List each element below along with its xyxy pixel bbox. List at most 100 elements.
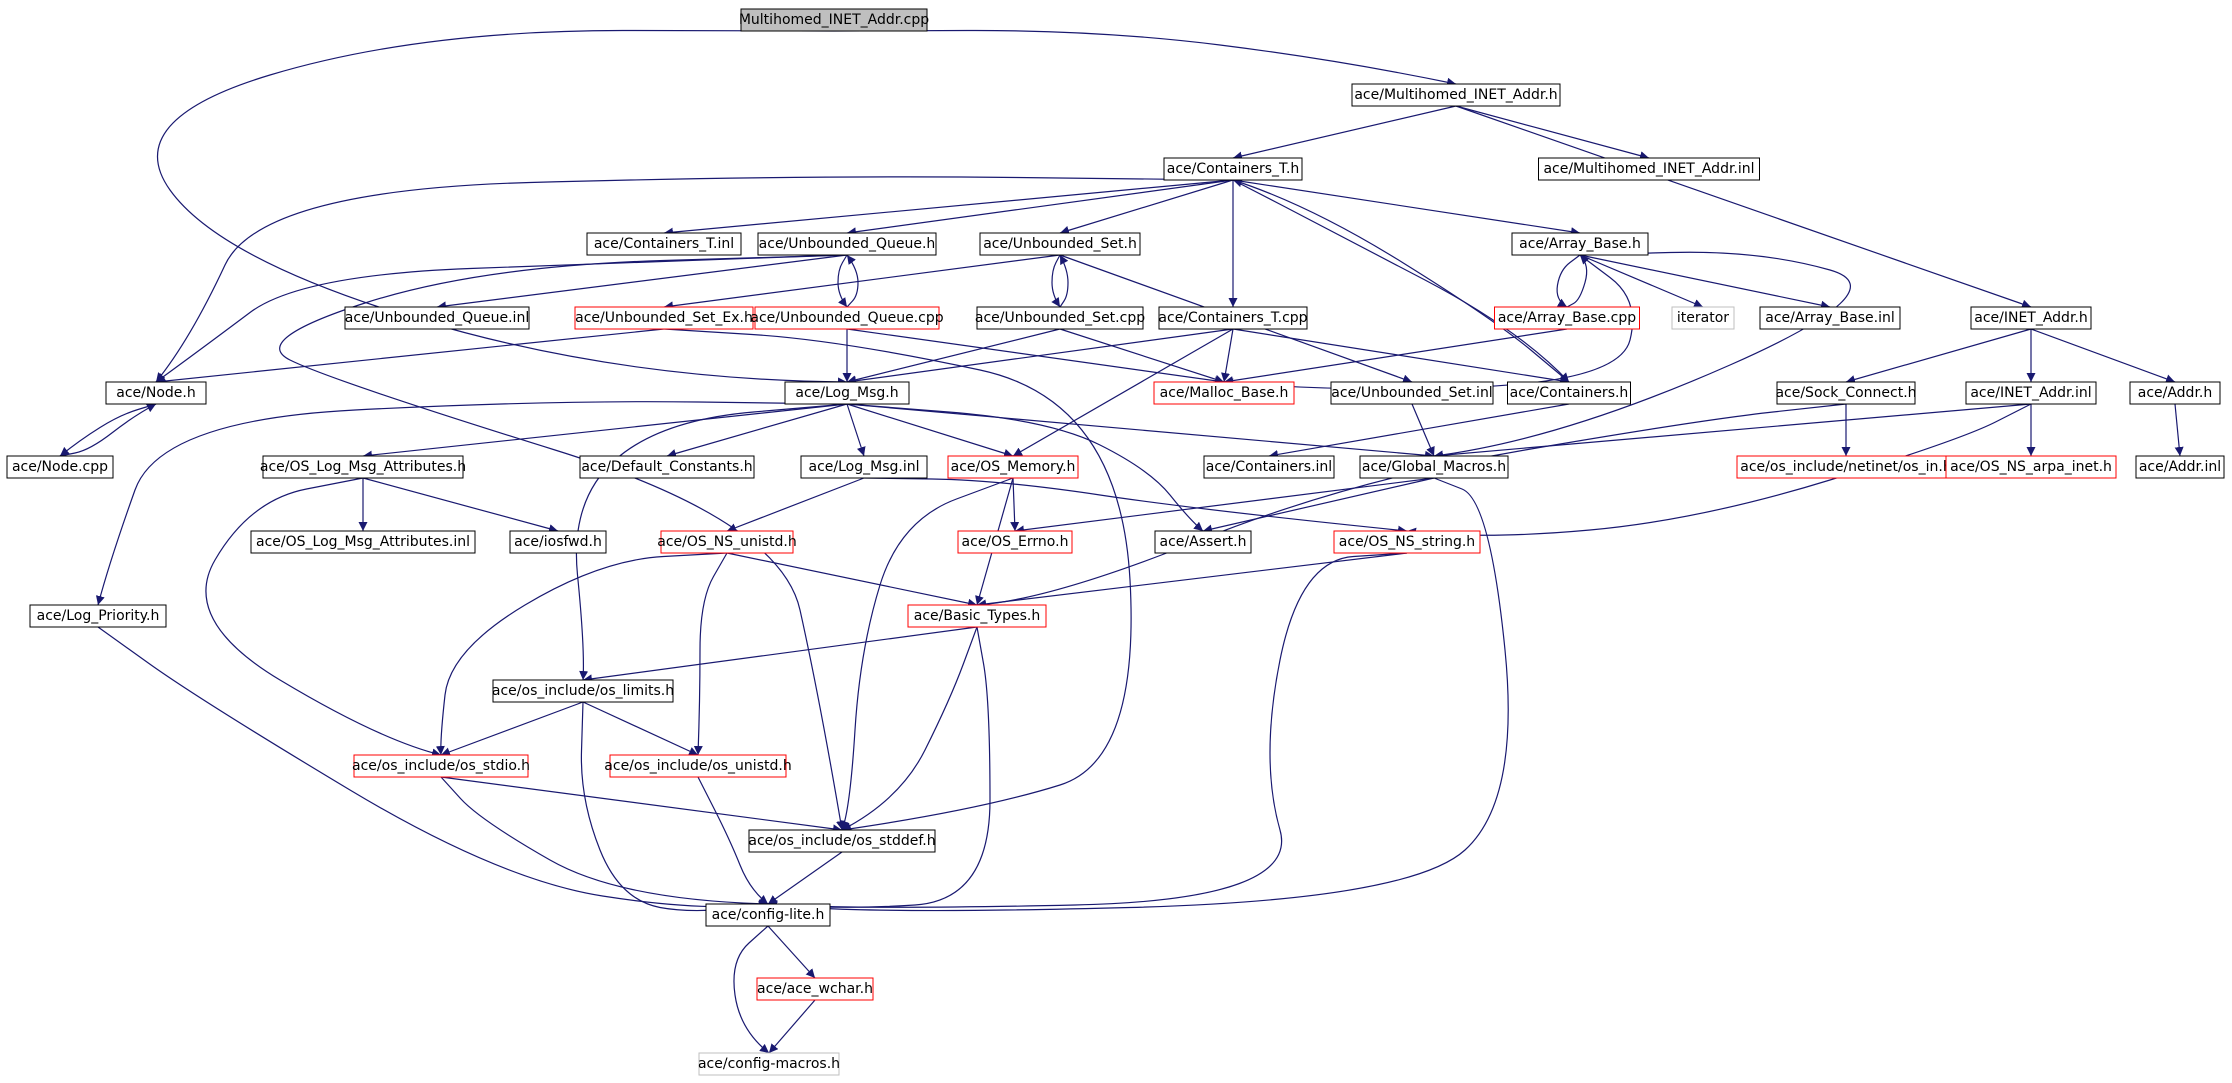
- node-config_macros_h[interactable]: ace/config-macros.h: [698, 1052, 840, 1076]
- node-os_log_msg_attr_h[interactable]: ace/OS_Log_Msg_Attributes.h: [260, 455, 466, 479]
- node-box-os_ns_arpa_inet_h[interactable]: [1945, 455, 2117, 479]
- node-unbounded_set_h[interactable]: ace/Unbounded_Set.h: [979, 232, 1141, 256]
- node-box-log_msg_inl[interactable]: [800, 455, 928, 479]
- node-default_constants_h[interactable]: ace/Default_Constants.h: [579, 455, 755, 479]
- node-box-unbounded_set_h[interactable]: [979, 232, 1141, 256]
- node-unbounded_queue_inl[interactable]: ace/Unbounded_Queue.inl: [344, 306, 530, 330]
- node-os_memory_h[interactable]: ace/OS_Memory.h: [947, 455, 1079, 479]
- node-inet_addr_h[interactable]: ace/INET_Addr.h: [1970, 306, 2092, 330]
- node-box-config_macros_h[interactable]: [698, 1052, 840, 1076]
- node-iosfwd_h[interactable]: ace/iosfwd.h: [509, 530, 607, 554]
- node-box-multihomed_cpp[interactable]: [740, 8, 928, 32]
- node-os_ns_unistd_h[interactable]: ace/OS_NS_unistd.h: [657, 530, 797, 554]
- node-box-os_memory_h[interactable]: [947, 455, 1079, 479]
- node-sock_connect_h[interactable]: ace/Sock_Connect.h: [1775, 381, 1917, 405]
- node-box-containers_t_cpp[interactable]: [1158, 306, 1308, 330]
- node-box-os_limits_h[interactable]: [492, 679, 674, 703]
- node-box-unbounded_queue_inl[interactable]: [344, 306, 530, 330]
- node-box-unbounded_set_cpp[interactable]: [976, 306, 1144, 330]
- node-box-unbounded_set_ex_h[interactable]: [574, 306, 754, 330]
- node-containers_t_cpp[interactable]: ace/Containers_T.cpp: [1158, 306, 1308, 330]
- node-inet_addr_inl[interactable]: ace/INET_Addr.inl: [1965, 381, 2097, 405]
- node-node_h[interactable]: ace/Node.h: [105, 381, 207, 405]
- node-box-sock_connect_h[interactable]: [1776, 381, 1916, 405]
- node-array_base_cpp[interactable]: ace/Array_Base.cpp: [1494, 306, 1640, 330]
- node-box-basic_types_h[interactable]: [907, 604, 1047, 628]
- node-box-os_stdio_h[interactable]: [353, 754, 529, 778]
- node-os_unistd_h[interactable]: ace/os_include/os_unistd.h: [604, 754, 792, 778]
- node-box-log_priority_h[interactable]: [29, 604, 167, 628]
- node-box-unbounded_queue_cpp[interactable]: [754, 306, 940, 330]
- node-box-unbounded_set_inl[interactable]: [1330, 381, 1494, 405]
- node-os_stdio_h[interactable]: ace/os_include/os_stdio.h: [352, 754, 530, 778]
- node-box-containers_t_h[interactable]: [1163, 157, 1303, 181]
- node-box-addr_inl[interactable]: [2135, 455, 2225, 479]
- node-os_errno_h[interactable]: ace/OS_Errno.h: [957, 530, 1073, 554]
- node-basic_types_h[interactable]: ace/Basic_Types.h: [907, 604, 1047, 628]
- node-os_log_msg_attr_inl[interactable]: ace/OS_Log_Msg_Attributes.inl: [250, 530, 476, 554]
- node-box-os_stddef_h[interactable]: [748, 829, 936, 853]
- node-box-os_unistd_h[interactable]: [609, 754, 787, 778]
- node-box-log_msg_h[interactable]: [784, 381, 910, 405]
- node-multihomed_cpp[interactable]: Multihomed_INET_Addr.cpp: [739, 8, 929, 32]
- node-unbounded_set_ex_h[interactable]: ace/Unbounded_Set_Ex.h: [574, 306, 754, 330]
- node-box-os_log_msg_attr_h[interactable]: [262, 455, 464, 479]
- node-os_ns_string_h[interactable]: ace/OS_NS_string.h: [1333, 530, 1481, 554]
- node-log_msg_inl[interactable]: ace/Log_Msg.inl: [800, 455, 928, 479]
- node-multihomed_inl[interactable]: ace/Multihomed_INET_Addr.inl: [1538, 157, 1760, 181]
- node-array_base_inl[interactable]: ace/Array_Base.inl: [1759, 306, 1901, 330]
- node-containers_inl[interactable]: ace/Containers.inl: [1203, 455, 1335, 479]
- node-box-inet_addr_h[interactable]: [1970, 306, 2092, 330]
- node-ace_wchar_h[interactable]: ace/ace_wchar.h: [756, 977, 874, 1001]
- node-os_ns_arpa_inet_h[interactable]: ace/OS_NS_arpa_inet.h: [1945, 455, 2117, 479]
- node-box-array_base_h[interactable]: [1511, 232, 1649, 256]
- node-global_macros_h[interactable]: ace/Global_Macros.h: [1359, 455, 1509, 479]
- node-box-containers_h[interactable]: [1507, 381, 1631, 405]
- node-iterator[interactable]: iterator: [1671, 306, 1735, 330]
- node-box-os_log_msg_attr_inl[interactable]: [250, 530, 476, 554]
- node-box-iterator[interactable]: [1671, 306, 1735, 330]
- node-os_stddef_h[interactable]: ace/os_include/os_stddef.h: [748, 829, 936, 853]
- node-box-array_base_inl[interactable]: [1759, 306, 1901, 330]
- node-unbounded_queue_h[interactable]: ace/Unbounded_Queue.h: [757, 232, 937, 256]
- node-box-os_ns_string_h[interactable]: [1333, 530, 1481, 554]
- node-unbounded_queue_cpp[interactable]: ace/Unbounded_Queue.cpp: [750, 306, 944, 330]
- node-box-unbounded_queue_h[interactable]: [757, 232, 937, 256]
- node-box-malloc_base_h[interactable]: [1153, 381, 1295, 405]
- node-assert_h[interactable]: ace/Assert.h: [1154, 530, 1252, 554]
- node-box-containers_t_inl[interactable]: [586, 232, 742, 256]
- node-box-config_lite_h[interactable]: [705, 903, 831, 927]
- node-box-ace_wchar_h[interactable]: [756, 977, 874, 1001]
- node-containers_h[interactable]: ace/Containers.h: [1507, 381, 1631, 405]
- node-box-addr_h[interactable]: [2129, 381, 2221, 405]
- node-unbounded_set_cpp[interactable]: ace/Unbounded_Set.cpp: [975, 306, 1145, 330]
- node-box-os_ns_unistd_h[interactable]: [660, 530, 794, 554]
- node-box-multihomed_inl[interactable]: [1538, 157, 1760, 181]
- node-box-array_base_cpp[interactable]: [1494, 306, 1640, 330]
- node-box-default_constants_h[interactable]: [579, 455, 755, 479]
- node-addr_h[interactable]: ace/Addr.h: [2129, 381, 2221, 405]
- node-addr_inl[interactable]: ace/Addr.inl: [2135, 455, 2225, 479]
- node-config_lite_h[interactable]: ace/config-lite.h: [705, 903, 831, 927]
- node-box-os_errno_h[interactable]: [957, 530, 1073, 554]
- node-containers_t_h[interactable]: ace/Containers_T.h: [1163, 157, 1303, 181]
- node-box-multihomed_h[interactable]: [1351, 83, 1561, 107]
- node-log_msg_h[interactable]: ace/Log_Msg.h: [784, 381, 910, 405]
- node-containers_t_inl[interactable]: ace/Containers_T.inl: [586, 232, 742, 256]
- node-box-containers_inl[interactable]: [1203, 455, 1335, 479]
- node-box-node_h[interactable]: [105, 381, 207, 405]
- node-log_priority_h[interactable]: ace/Log_Priority.h: [29, 604, 167, 628]
- node-multihomed_h[interactable]: ace/Multihomed_INET_Addr.h: [1351, 83, 1561, 107]
- node-box-inet_addr_inl[interactable]: [1965, 381, 2097, 405]
- node-box-global_macros_h[interactable]: [1359, 455, 1509, 479]
- node-box-assert_h[interactable]: [1154, 530, 1252, 554]
- node-array_base_h[interactable]: ace/Array_Base.h: [1511, 232, 1649, 256]
- node-node_cpp[interactable]: ace/Node.cpp: [6, 455, 114, 479]
- node-box-node_cpp[interactable]: [6, 455, 114, 479]
- edge-ace_wchar_h-to-config_macros_h: [768, 999, 816, 1054]
- node-malloc_base_h[interactable]: ace/Malloc_Base.h: [1153, 381, 1295, 405]
- node-os_limits_h[interactable]: ace/os_include/os_limits.h: [492, 679, 674, 703]
- node-unbounded_set_inl[interactable]: ace/Unbounded_Set.inl: [1330, 381, 1494, 405]
- node-box-iosfwd_h[interactable]: [509, 530, 607, 554]
- node-os_in_h[interactable]: ace/os_include/netinet/os_in.h: [1736, 455, 1956, 479]
